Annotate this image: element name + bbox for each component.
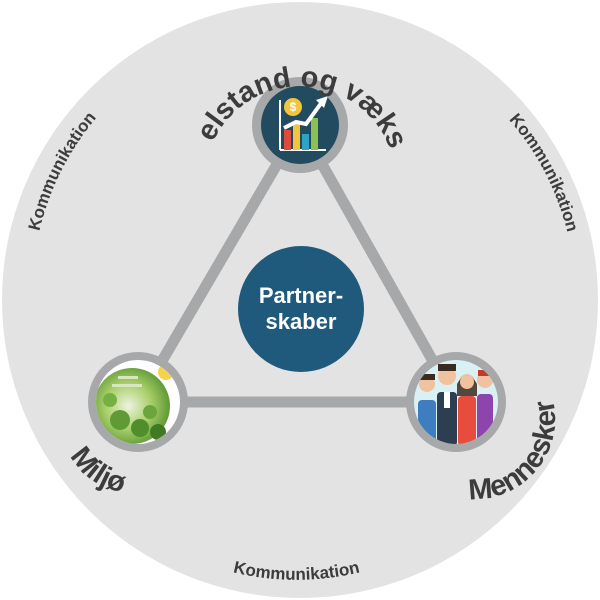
green-earth-icon <box>88 352 188 452</box>
connector-top-right <box>294 119 462 408</box>
center-circle <box>238 246 364 372</box>
center-label-line2: skaber <box>265 309 337 334</box>
center-label-wrap: Partner- skaber <box>239 247 363 371</box>
center-label: Partner- skaber <box>239 247 363 371</box>
connector-top-left <box>132 119 306 408</box>
growth-chart-icon: $ <box>252 77 348 173</box>
people-group-icon <box>406 352 506 452</box>
center-label-line1: Partner- <box>258 283 344 308</box>
triangle-connectors <box>132 119 462 408</box>
svg-text:$: $ <box>290 100 297 114</box>
